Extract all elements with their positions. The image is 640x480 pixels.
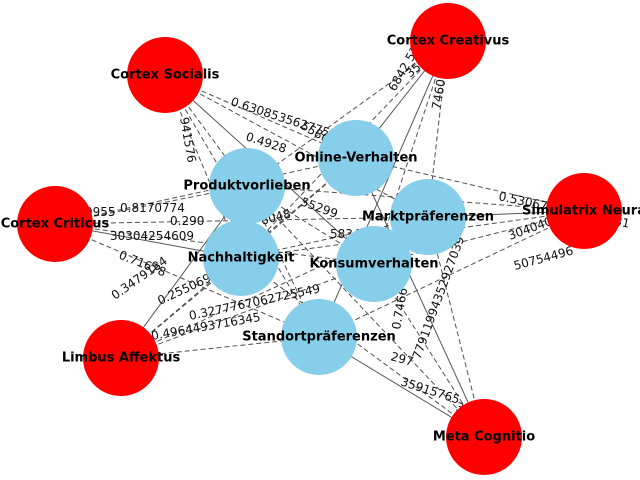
edge-limbus_affektus-konsumverhalten xyxy=(120,263,375,359)
node-limbus_affektus: Limbus Affektus xyxy=(62,320,181,396)
node-online_verhalten: Online-Verhalten xyxy=(294,120,418,196)
node-circle-cortex_socialis xyxy=(127,37,203,113)
node-circle-produktvorlieben xyxy=(209,148,285,224)
node-konsumverhalten: Konsumverhalten xyxy=(309,226,439,302)
edge-weight-label: 9955 xyxy=(85,205,116,219)
node-circle-marktpraeferenzen xyxy=(390,179,466,255)
edge-weight-label: 50754496 xyxy=(512,244,575,273)
edge-weight-label: 55299 xyxy=(299,195,340,221)
node-produktvorlieben: Produktvorlieben xyxy=(183,148,311,224)
node-label-cortex_creativus: Cortex Creativus xyxy=(387,34,510,49)
edge-weight-label: 941576 xyxy=(177,116,199,164)
node-label-marktpraeferenzen: Marktpräferenzen xyxy=(362,210,494,225)
edge-weight-label: 0.8170774 xyxy=(120,201,185,215)
node-cortex_socialis: Cortex Socialis xyxy=(111,37,220,113)
edge-simulatrix_neuralis-nachhaltigkeit xyxy=(240,210,585,259)
node-label-cortex_criticus: Cortex Criticus xyxy=(1,217,110,232)
edge-cortex_creativus-konsumverhalten xyxy=(373,40,449,265)
node-cortex_creativus: Cortex Creativus xyxy=(387,3,510,79)
edge-cortex_socialis-marktpraeferenzen xyxy=(164,74,429,218)
edge-weight-label: 30304254609 xyxy=(110,229,194,243)
node-circle-cortex_creativus xyxy=(410,3,486,79)
node-circle-cortex_criticus xyxy=(17,186,93,262)
node-label-meta_cognitio: Meta Cognitio xyxy=(433,430,535,445)
node-label-limbus_affektus: Limbus Affektus xyxy=(62,351,181,366)
node-label-konsumverhalten: Konsumverhalten xyxy=(309,257,438,272)
edge-cortex_creativus-standortpraeferenzen xyxy=(318,40,449,338)
edge-simulatrix_neuralis-standortpraeferenzen xyxy=(318,210,585,338)
node-marktpraeferenzen: Marktpräferenzen xyxy=(362,179,494,255)
node-circle-online_verhalten xyxy=(318,120,394,196)
node-label-produktvorlieben: Produktvorlieben xyxy=(183,179,310,194)
edge-cortex_creativus-nachhaltigkeit xyxy=(240,40,449,259)
node-simulatrix_neuralis: Simulatrix Neura xyxy=(522,173,640,249)
edge-meta_cognitio-marktpraeferenzen xyxy=(427,216,485,438)
edge-meta_cognitio-online_verhalten xyxy=(355,157,485,438)
edge-weight-label: 35915765 xyxy=(399,375,461,407)
edge-weight-label: 297 xyxy=(389,349,415,368)
edge-cortex_criticus-online_verhalten xyxy=(54,157,357,225)
node-circle-konsumverhalten xyxy=(336,226,412,302)
node-standortpraeferenzen: Standortpräferenzen xyxy=(242,299,396,375)
node-circle-standortpraeferenzen xyxy=(281,299,357,375)
node-circle-nachhaltigkeit xyxy=(203,220,279,296)
node-circle-meta_cognitio xyxy=(446,399,522,475)
edge-weight-label: 0.290 xyxy=(170,214,204,228)
node-circle-simulatrix_neuralis xyxy=(546,173,622,249)
edge-meta_cognitio-nachhaltigkeit xyxy=(240,257,485,438)
node-label-cortex_socialis: Cortex Socialis xyxy=(111,68,220,83)
node-circle-limbus_affektus xyxy=(83,320,159,396)
edge-simulatrix_neuralis-online_verhalten xyxy=(355,157,585,212)
node-nachhaltigkeit: Nachhaltigkeit xyxy=(188,220,295,296)
node-meta_cognitio: Meta Cognitio xyxy=(433,399,535,475)
node-label-standortpraeferenzen: Standortpräferenzen xyxy=(242,330,396,345)
node-label-nachhaltigkeit: Nachhaltigkeit xyxy=(188,251,295,266)
edge-cortex_creativus-produktvorlieben xyxy=(246,40,449,187)
node-label-simulatrix_neuralis: Simulatrix Neura xyxy=(522,204,640,219)
node-cortex_criticus: Cortex Criticus xyxy=(1,186,110,262)
node-label-online_verhalten: Online-Verhalten xyxy=(294,151,417,166)
edge-cortex_socialis-standortpraeferenzen xyxy=(164,74,320,338)
edge-meta_cognitio-produktvorlieben xyxy=(246,185,485,438)
